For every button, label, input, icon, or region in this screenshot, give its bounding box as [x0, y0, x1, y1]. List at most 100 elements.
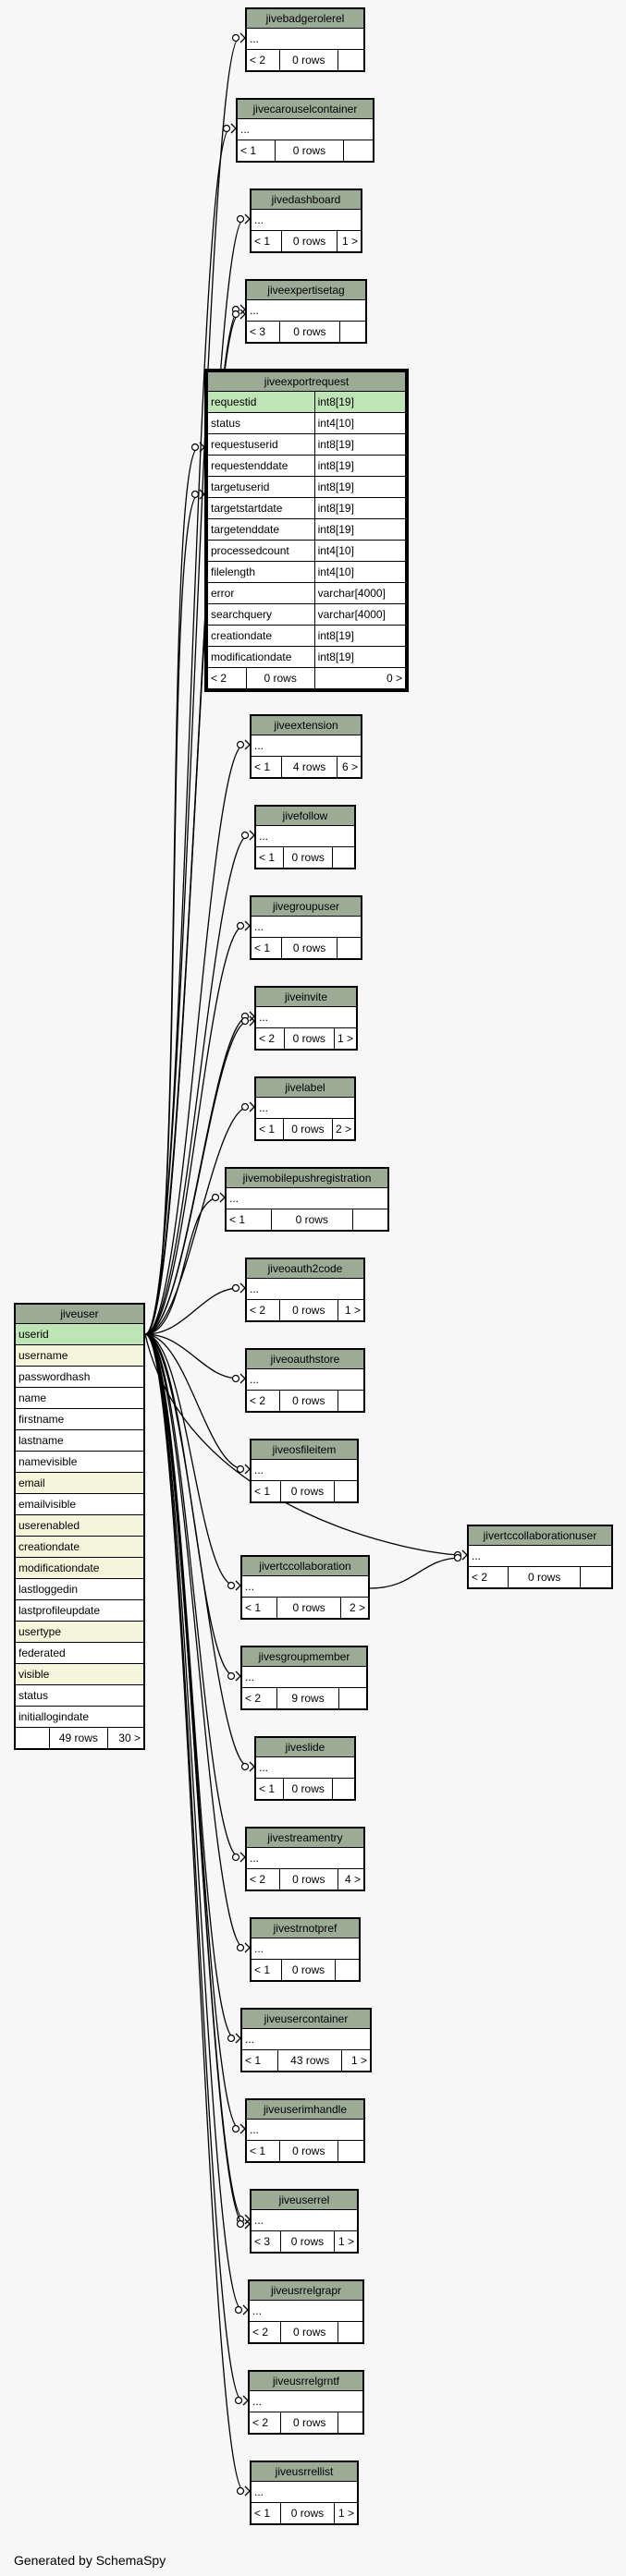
column-name: emailvisible: [15, 1493, 144, 1515]
row-count: 0 rows: [279, 321, 340, 343]
table-title: jiveuserrel: [251, 2190, 358, 2210]
parents-count: < 2: [246, 1299, 280, 1321]
row-count: 0 rows: [281, 937, 338, 959]
parents-count: < 2: [246, 1868, 280, 1890]
column-name: modificationdate: [207, 646, 315, 668]
column-name: email: [15, 1472, 144, 1494]
parents-count: < 1: [251, 1959, 282, 1981]
parents-count: < 1: [255, 846, 284, 869]
parents-count: [15, 1727, 50, 1749]
optional-end-marker: [227, 1581, 236, 1590]
blank-cell: [332, 825, 355, 847]
row-count: 0 rows: [282, 1118, 333, 1140]
row-count: 0 rows: [282, 846, 334, 869]
table-title: jiveinvite: [255, 987, 357, 1007]
table-title: jivestreamentry: [246, 1828, 364, 1848]
children-count: [342, 140, 374, 162]
collapsed-columns: ...: [255, 1006, 335, 1028]
parents-count: < 1: [250, 756, 283, 778]
children-count: 1 >: [333, 2230, 359, 2253]
children-count: 4 >: [338, 1868, 364, 1890]
column-name: creationdate: [15, 1536, 144, 1558]
collapsed-columns: ...: [251, 209, 338, 231]
collapsed-columns: ...: [468, 1545, 581, 1567]
optional-end-marker: [236, 1943, 245, 1952]
table-title: jiveusercontainer: [241, 2009, 371, 2029]
table-title: jivecarouselcontainer: [237, 99, 374, 119]
column-type: int8[19]: [313, 391, 407, 413]
column-type: int8[19]: [313, 497, 407, 519]
parents-count: < 1: [250, 937, 283, 959]
children-count: [335, 1959, 360, 1981]
table-title: jivertccollaboration: [241, 1556, 369, 1576]
children-count: [336, 937, 362, 959]
column-name: modificationdate: [15, 1557, 144, 1579]
collapsed-columns: ...: [255, 1097, 333, 1119]
relationship-edge: [144, 1333, 245, 1470]
table-row: userid: [15, 1323, 144, 1345]
parents-count: < 3: [245, 321, 281, 343]
column-type: int8[19]: [313, 433, 407, 456]
parents-count: < 2: [467, 1566, 509, 1588]
blank-cell: [343, 118, 374, 140]
column-name: visible: [15, 1663, 144, 1685]
optional-end-marker: [227, 1671, 236, 1681]
optional-end-marker: [236, 214, 245, 224]
table-title: jiveusrrellist: [251, 2461, 358, 2482]
row-count: 0 rows: [280, 2321, 338, 2343]
table-title: jiveexpertisetag: [246, 280, 366, 300]
table-row: namevisible: [15, 1451, 144, 1473]
optional-end-marker: [234, 2305, 243, 2315]
parents-count: < 2: [246, 1390, 280, 1412]
relationship-edge: [144, 1333, 245, 2225]
optional-end-marker: [236, 2486, 245, 2496]
column-name: processedcount: [207, 540, 315, 562]
blank-cell: [337, 209, 362, 231]
table-row: email: [15, 1472, 144, 1494]
children-count: 30 >: [106, 1727, 145, 1749]
relationship-edge: [369, 1557, 462, 1589]
row-count: 9 rows: [276, 1687, 340, 1709]
children-count: [337, 2321, 364, 2343]
relationship-edge: [144, 744, 245, 1335]
collapsed-columns: ...: [249, 2300, 338, 2322]
collapsed-columns: ...: [245, 1278, 338, 1300]
blank-cell: [334, 1459, 359, 1481]
blank-cell: [580, 1545, 613, 1567]
row-count: 0 rows: [281, 230, 338, 252]
row-count: 0 rows: [245, 667, 315, 689]
row-count: 0 rows: [278, 49, 339, 71]
